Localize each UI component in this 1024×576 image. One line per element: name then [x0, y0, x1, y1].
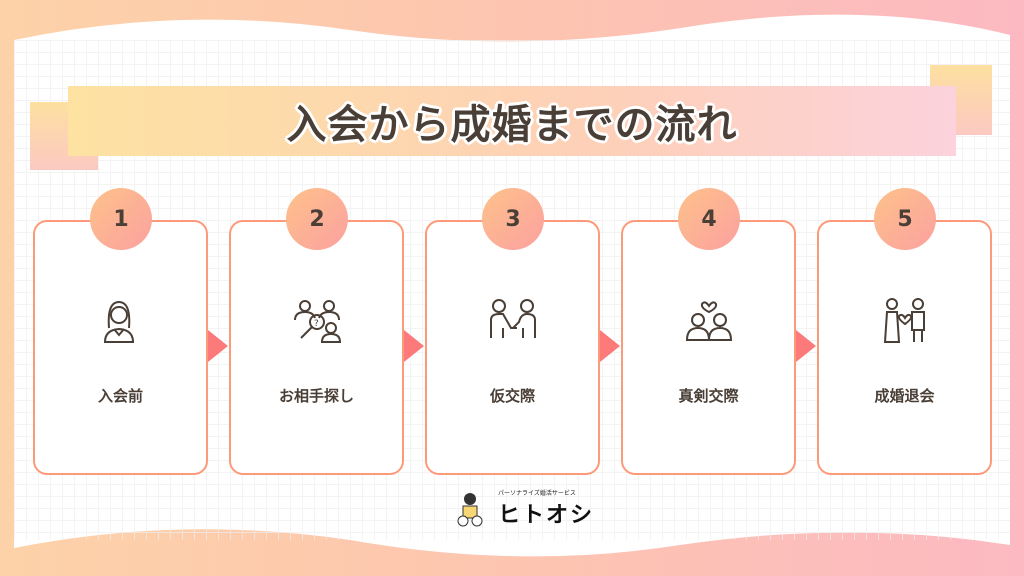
handshake-icon [489, 299, 536, 338]
svg-text:?: ? [314, 319, 319, 329]
step-label: お相手探し [278, 387, 354, 405]
arrow-right-icon [208, 330, 228, 362]
step-number-badge: 1 [90, 188, 152, 250]
arrow-right-icon [796, 330, 816, 362]
logo-tagline: パーソナライズ婚活サービス [498, 490, 576, 497]
woman-icon [103, 300, 134, 343]
step-label: 真剣交際 [678, 387, 739, 405]
step-number-badge: 5 [874, 188, 936, 250]
brand-logo: パーソナライズ婚活サービス ヒトオシ [450, 488, 594, 529]
page-title: 入会から成婚までの流れ [286, 102, 738, 148]
arrow-right-icon [600, 330, 620, 362]
wedding-couple-icon [883, 298, 925, 343]
step-label: 仮交際 [489, 387, 535, 405]
step-card: 仮交際 [425, 220, 600, 475]
step-card: 真剣交際 [621, 220, 796, 475]
step-label: 成婚退会 [874, 387, 935, 405]
mascot-icon [457, 492, 483, 526]
arrow-right-icon [404, 330, 424, 362]
step-label: 入会前 [97, 387, 143, 405]
step-number-badge: 2 [286, 188, 348, 250]
logo-name: ヒトオシ [498, 503, 595, 528]
step-card: 成婚退会 [817, 220, 992, 475]
title-banner: 入会から成婚までの流れ [68, 86, 956, 156]
couple-heart-icon [685, 301, 732, 341]
step-card: 入会前 [33, 220, 208, 475]
step-card: ? お相手探し [229, 220, 404, 475]
search-people-icon: ? [293, 300, 341, 343]
step-number-badge: 3 [482, 188, 544, 250]
step-number-badge: 4 [678, 188, 740, 250]
